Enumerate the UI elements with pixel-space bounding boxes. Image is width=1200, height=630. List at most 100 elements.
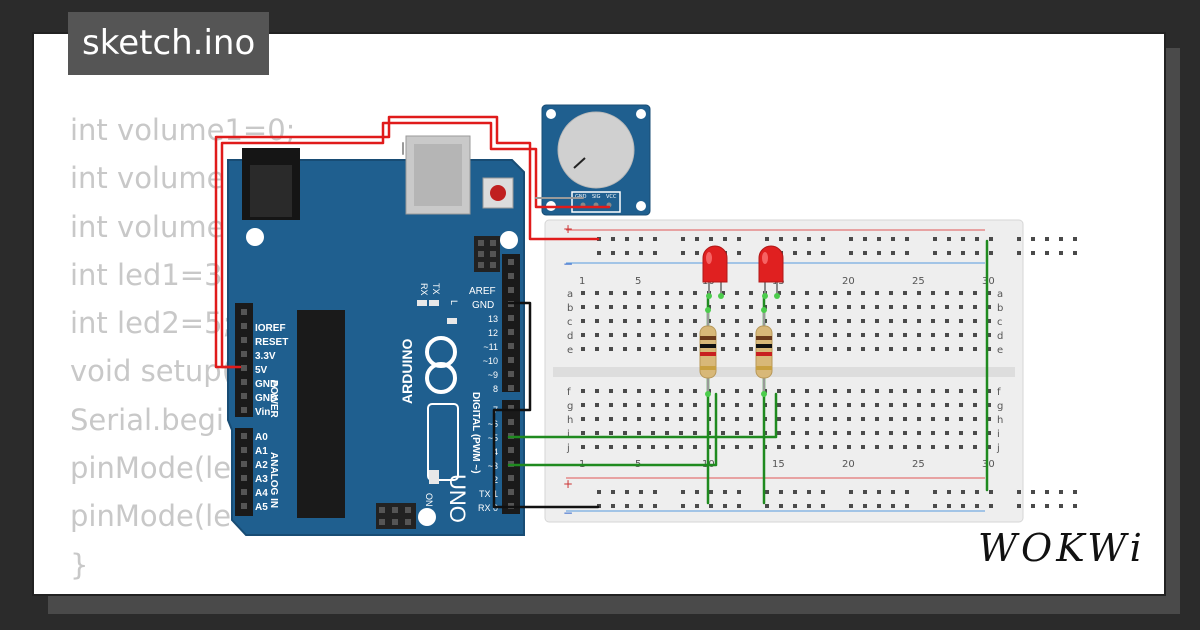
code-line: } xyxy=(70,547,89,582)
code-line: Serial.begi xyxy=(70,402,224,437)
pot-pin-label: VCC xyxy=(606,194,617,200)
row-letter: e xyxy=(997,345,1003,356)
breadboard: + − + − 1 5 10 15 20 25 30 1 5 10 15 20 … xyxy=(544,219,1077,523)
row-letter: d xyxy=(567,331,573,342)
brand-label: ARDUINO xyxy=(399,339,415,404)
file-tab[interactable]: sketch.ino xyxy=(68,12,270,75)
pin-label-a4: A4 xyxy=(255,488,268,499)
row-letter: e xyxy=(567,345,573,356)
arduino-uno-board[interactable]: ARDUINO UNO POWER ANALOG IN DIGITAL (PWM… xyxy=(227,135,525,536)
col-number: 25 xyxy=(912,459,925,470)
digital-header-high xyxy=(502,254,520,392)
col-number: 20 xyxy=(842,459,855,470)
pin-label-gnd: GND xyxy=(255,393,277,404)
code-line: int volume xyxy=(70,209,225,244)
row-letter: b xyxy=(567,303,573,314)
code-line: int led2=5; xyxy=(70,306,233,341)
pin-label-5v: 5V xyxy=(255,365,268,376)
code-line: pinMode(le xyxy=(70,451,232,486)
code-line: void setup( xyxy=(70,354,234,389)
digital-header-low xyxy=(502,400,520,514)
resistor-2[interactable] xyxy=(755,307,773,397)
analog-header-label: ANALOG IN xyxy=(268,452,279,508)
row-letter: c xyxy=(567,317,573,328)
pin-label-a1: A1 xyxy=(255,446,268,457)
col-number: 20 xyxy=(842,276,855,287)
pin-label-a5: A5 xyxy=(255,502,268,513)
row-letter: b xyxy=(997,303,1003,314)
pin-label-d13: 13 xyxy=(488,314,498,324)
code-line: int volume1=0; xyxy=(70,113,296,147)
row-letter: f xyxy=(997,387,1001,398)
wire-gnd-grey xyxy=(402,142,584,199)
wire-pin5-green xyxy=(507,392,778,439)
pin-label-d0: RX 0 xyxy=(478,503,498,513)
analog-header xyxy=(235,428,253,516)
row-letter: h xyxy=(567,415,573,426)
row-letter: g xyxy=(567,401,573,412)
row-letter: a xyxy=(567,289,573,300)
code-preview: int volume1=0; int volume int volume int… xyxy=(70,106,295,589)
pin-label-ioref: IOREF xyxy=(255,323,286,334)
row-letter: j xyxy=(996,443,1000,454)
power-header xyxy=(235,303,253,417)
pin-label-d11: ~11 xyxy=(483,342,498,352)
icsp-header-bottom xyxy=(376,503,416,529)
pin-label-a2: A2 xyxy=(255,460,268,471)
pin-label-d1: TX 1 xyxy=(479,489,498,499)
row-letter: c xyxy=(997,317,1003,328)
led-2[interactable] xyxy=(758,245,784,299)
digital-header-label: DIGITAL (PWM ~) xyxy=(470,392,481,474)
col-number: 25 xyxy=(912,276,925,287)
row-letter: f xyxy=(567,387,571,398)
pot-pin-label: SIG xyxy=(592,194,601,200)
wire-pin3-green xyxy=(507,392,718,467)
led-1[interactable] xyxy=(702,245,728,299)
row-letter: i xyxy=(997,429,1000,440)
aref-label: AREF xyxy=(469,286,496,297)
col-number: 5 xyxy=(635,276,641,287)
pin-label-d8: 8 xyxy=(493,384,498,394)
code-line: pinMode(le xyxy=(70,499,232,534)
on-label: ON xyxy=(424,493,434,507)
wire-5v-red xyxy=(214,115,600,369)
gnd-label: GND xyxy=(472,300,494,311)
col-number: 1 xyxy=(579,276,585,287)
pin-label-d9: ~9 xyxy=(488,370,498,380)
col-number: 30 xyxy=(982,459,995,470)
pin-label-a0: A0 xyxy=(255,432,268,443)
pin-label-reset: RESET xyxy=(255,337,288,348)
resistor-1[interactable] xyxy=(699,307,717,397)
code-line: int volume xyxy=(70,161,225,196)
col-number: 30 xyxy=(982,276,995,287)
pin-label-a3: A3 xyxy=(255,474,268,485)
atmega-chip xyxy=(297,310,345,518)
row-letter: i xyxy=(567,429,570,440)
rail-plus-label: + xyxy=(563,477,573,491)
pin-label-d4: 4 xyxy=(493,447,498,457)
row-letter: h xyxy=(997,415,1003,426)
col-number: 15 xyxy=(772,459,785,470)
rail-plus-label: + xyxy=(563,222,573,236)
row-letter: a xyxy=(997,289,1003,300)
rx-led-label: RX xyxy=(419,283,429,296)
rail-minus-label: − xyxy=(563,257,573,271)
row-letter: d xyxy=(997,331,1003,342)
row-letter: j xyxy=(566,443,570,454)
row-letter: g xyxy=(997,401,1003,412)
wire-gnd-black xyxy=(492,301,600,509)
wire-vcc-red xyxy=(220,121,611,369)
l-led-label: L xyxy=(449,300,459,305)
icsp-header xyxy=(474,236,500,272)
potentiometer[interactable]: GND SIG VCC xyxy=(541,104,651,216)
pot-knob[interactable] xyxy=(557,111,635,189)
rail-minus-label: − xyxy=(563,506,573,520)
pin-label-d12: 12 xyxy=(488,328,498,338)
pin-label-d2: 2 xyxy=(493,475,498,485)
pin-label-d10: ~10 xyxy=(483,356,498,366)
wokwi-logo: WOKWi xyxy=(978,526,1146,570)
pin-label-gnd: GND xyxy=(255,379,277,390)
pin-label-vin: Vin xyxy=(255,407,270,418)
pin-label-3v3: 3.3V xyxy=(255,351,276,362)
